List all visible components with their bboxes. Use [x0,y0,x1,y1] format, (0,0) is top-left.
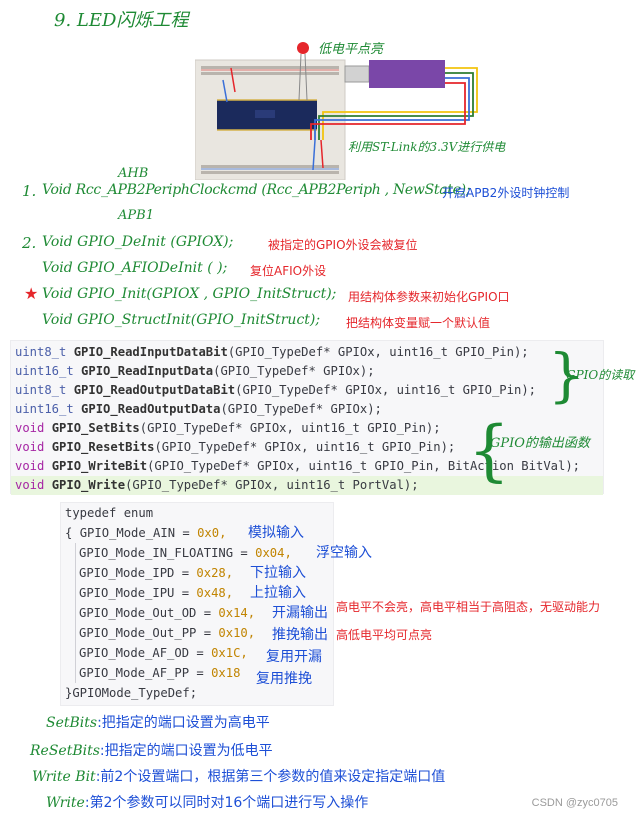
item-2b-annotation: 复位AFIO外设 [250,264,327,278]
item-1-number: 1. [22,182,37,200]
item-2c-annotation: 用结构体参数来初始化GPIO口 [348,290,510,304]
write-annotation: GPIO的输出函数 [490,436,590,451]
code-line: void GPIO_ResetBits(GPIO_TypeDef* GPIOx,… [15,440,456,454]
enum-line: GPIO_Mode_IPU = 0x48, [79,586,234,600]
item-1-annotation: 开启APB2外设时钟控制 [442,186,570,200]
star-icon: ★ [24,284,39,303]
item-2a-annotation: 被指定的GPIO外设会被复位 [268,238,418,252]
enum-line: { GPIO_Mode_AIN = 0x0, [65,526,227,540]
item-1-code: Void Rcc_APB2PeriphClockcmd (Rcc_APB2Per… [42,182,471,198]
stlink-annotation: 利用ST-Link的3.3V进行供电 [348,140,506,154]
item-2d-annotation: 把结构体变量赋一个默认值 [346,316,491,330]
mode-af-pp-annotation: 复用推挽 [256,671,312,687]
enum-line: GPIO_Mode_AF_PP = 0x18 [79,666,241,680]
enum-line: GPIO_Mode_AF_OD = 0x1C, [79,646,248,660]
mode-floating-annotation: 浮空输入 [316,545,372,561]
code-line: uint8_t GPIO_ReadInputDataBit(GPIO_TypeD… [15,345,529,359]
code-line: void GPIO_WriteBit(GPIO_TypeDef* GPIOx, … [15,459,581,473]
enum-header: typedef enum [65,506,154,520]
gpio-mode-enum-block: typedef enum { GPIO_Mode_AIN = 0x0, GPIO… [60,502,334,706]
note-write: Write:第2个参数可以同时对16个端口进行写入操作 [46,795,369,811]
ahb-note: AHB [118,166,149,181]
push-pull-note: 高低电平均可点亮 [336,628,433,642]
watermark: CSDN @zyc0705 [531,797,618,809]
read-brace: } [548,341,585,409]
gpio-functions-code-block: uint8_t GPIO_ReadInputDataBit(GPIO_TypeD… [10,340,604,495]
mode-ipd-annotation: 下拉输入 [250,565,306,581]
enum-line: GPIO_Mode_Out_PP = 0x10, [79,626,256,640]
read-annotation: GPIO的读取 [566,368,635,382]
page-title: 9. LED闪烁工程 [54,10,189,31]
code-line: void GPIO_SetBits(GPIO_TypeDef* GPIOx, u… [15,421,441,435]
mode-out-pp-annotation: 推挽输出 [272,627,328,643]
led-annotation: 低电平点亮 [318,42,384,57]
open-drain-note: 高电平不会亮，高电平相当于高阻态，无驱动能力 [336,600,601,614]
code-line: uint16_t GPIO_ReadOutputData(GPIO_TypeDe… [15,402,382,416]
mode-ain-annotation: 模拟输入 [248,525,304,541]
mode-ipu-annotation: 上拉输入 [250,585,306,601]
code-line: uint16_t GPIO_ReadInputData(GPIO_TypeDef… [15,364,375,378]
item-2b-code: Void GPIO_AFIODeInit ( ); [42,260,228,276]
item-2-number: 2. [22,234,37,252]
mode-af-od-annotation: 复用开漏 [266,649,322,665]
note-setbits: SetBits:把指定的端口设置为高电平 [46,715,270,731]
code-line: uint8_t GPIO_ReadOutputDataBit(GPIO_Type… [15,383,536,397]
enum-line: GPIO_Mode_Out_OD = 0x14, [79,606,256,620]
code-line-highlighted: void GPIO_Write(GPIO_TypeDef* GPIOx, uin… [11,476,603,495]
item-2c-code: Void GPIO_Init(GPIOX , GPIO_InitStruct); [42,286,337,302]
note-resetbits: ReSetBits:把指定的端口设置为低电平 [30,743,273,759]
write-brace: { [468,412,510,489]
item-2d-code: Void GPIO_StructInit(GPIO_InitStruct); [42,312,321,328]
mode-out-od-annotation: 开漏输出 [272,605,328,621]
enum-footer: }GPIOMode_TypeDef; [65,686,198,700]
enum-line: GPIO_Mode_IPD = 0x28, [79,566,234,580]
breadboard-figure [195,42,478,180]
apb1-note: APB1 [118,208,154,223]
enum-line: GPIO_Mode_IN_FLOATING = 0x04, [79,546,292,560]
note-writebit: Write Bit:前2个设置端口，根据第三个参数的值来设定指定端口值 [32,769,446,785]
item-2a-code: Void GPIO_DeInit (GPIOX); [42,234,234,250]
